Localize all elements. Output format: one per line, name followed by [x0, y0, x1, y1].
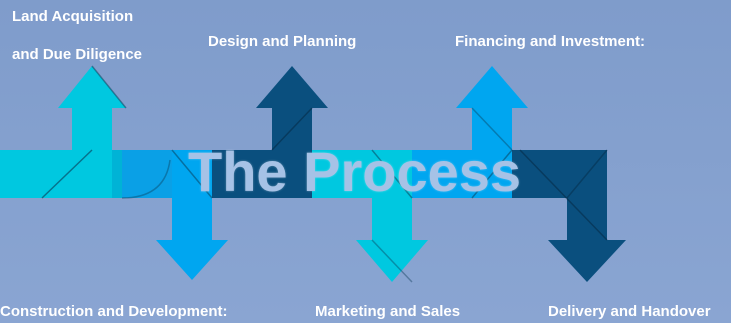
- arrow-up-financing: [456, 66, 528, 198]
- diagram-title: The Process: [188, 140, 522, 203]
- pipe-segment-start: [0, 150, 72, 198]
- step-label-construction: Construction and Development:: [0, 303, 228, 320]
- arrow-down-delivery: [548, 150, 626, 282]
- step-label-financing: Financing and Investment:: [455, 33, 646, 50]
- step-label-marketing: Marketing and Sales: [315, 303, 461, 320]
- step-label-delivery: Delivery and Handover: [548, 303, 711, 320]
- step-label-design-planning: Design and Planning: [208, 33, 357, 50]
- step-label-land-acquisition-line2: and Due Diligence: [12, 46, 143, 63]
- arrow-up-design-planning: [256, 66, 328, 198]
- step-label-land-acquisition-line1: Land Acquisition: [12, 8, 134, 25]
- arrow-down-marketing: [356, 150, 428, 282]
- arrow-down-construction: [156, 150, 228, 280]
- arrow-up-land-acquisition: [58, 66, 126, 198]
